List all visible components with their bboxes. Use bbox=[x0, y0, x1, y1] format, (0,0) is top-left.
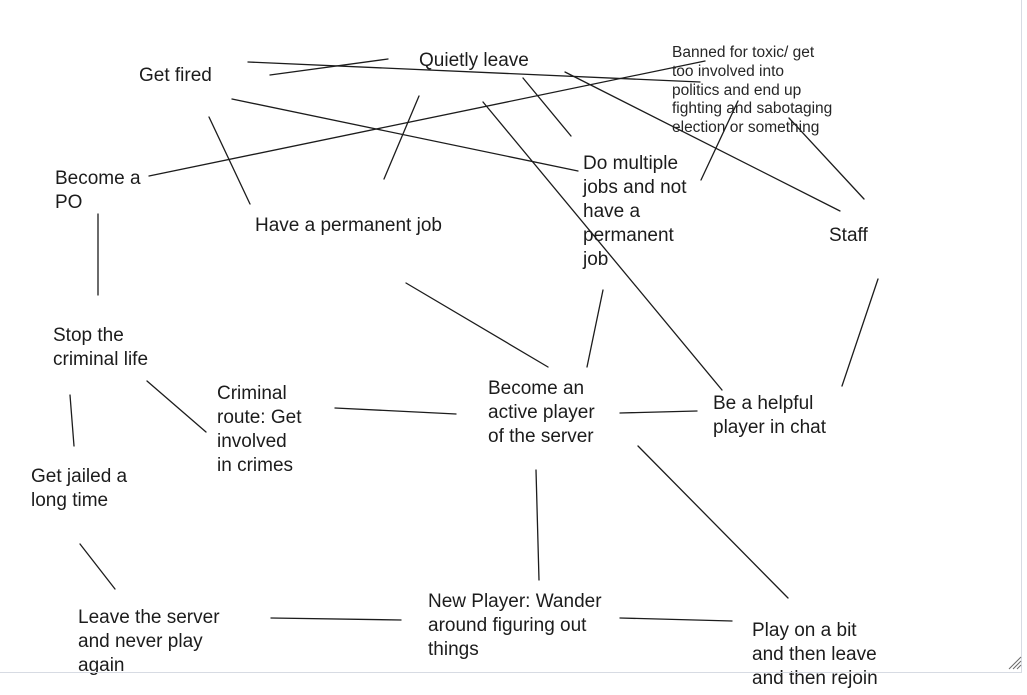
connector-line bbox=[334, 407, 457, 415]
connector-line bbox=[788, 117, 865, 200]
connector-line bbox=[146, 380, 207, 433]
node-staff: Staff bbox=[829, 225, 868, 246]
node-new-player: New Player: Wander around figuring out t… bbox=[428, 591, 602, 660]
node-permanent-job: Have a permanent job bbox=[255, 215, 442, 236]
node-multiple-jobs: Do multiple jobs and not have a permanen… bbox=[583, 153, 687, 270]
connector-line bbox=[564, 71, 841, 212]
connector-line bbox=[619, 617, 733, 622]
node-helpful-player: Be a helpful player in chat bbox=[713, 393, 827, 438]
connector-line bbox=[69, 394, 75, 447]
node-play-on-bit: Play on a bit and then leave and then re… bbox=[752, 620, 878, 689]
connector-line bbox=[269, 58, 389, 76]
connector-line bbox=[535, 469, 540, 581]
node-jailed: Get jailed a long time bbox=[31, 466, 128, 511]
node-leave-server: Leave the server and never play again bbox=[78, 607, 220, 676]
connector-line bbox=[482, 101, 723, 391]
connector-line bbox=[231, 98, 579, 172]
resize-grip-icon[interactable] bbox=[1008, 656, 1022, 670]
connector-line bbox=[383, 95, 420, 180]
node-active-player: Become an active player of the server bbox=[488, 378, 595, 447]
connector-line bbox=[700, 100, 739, 181]
connector-line bbox=[270, 617, 402, 621]
connector-line bbox=[405, 282, 549, 368]
node-criminal-route: Criminal route: Get involved in crimes bbox=[217, 383, 302, 476]
node-get-fired: Get fired bbox=[139, 65, 212, 86]
connector-line bbox=[148, 60, 706, 177]
connector-line bbox=[619, 410, 698, 414]
connector-line bbox=[208, 116, 251, 205]
connector-line bbox=[247, 61, 701, 83]
canvas-border-bottom bbox=[0, 672, 1022, 673]
connector-line bbox=[841, 278, 879, 387]
connector-line bbox=[79, 543, 116, 590]
connector-line bbox=[637, 445, 789, 599]
connector-line bbox=[586, 289, 604, 368]
node-quietly-leave: Quietly leave bbox=[419, 50, 529, 71]
node-banned: Banned for toxic/ get too involved into … bbox=[672, 44, 833, 137]
node-become-po: Become a PO bbox=[55, 168, 141, 213]
node-stop-criminal: Stop the criminal life bbox=[53, 325, 149, 370]
canvas-border-right bbox=[1021, 0, 1022, 672]
connector-line bbox=[522, 77, 572, 137]
